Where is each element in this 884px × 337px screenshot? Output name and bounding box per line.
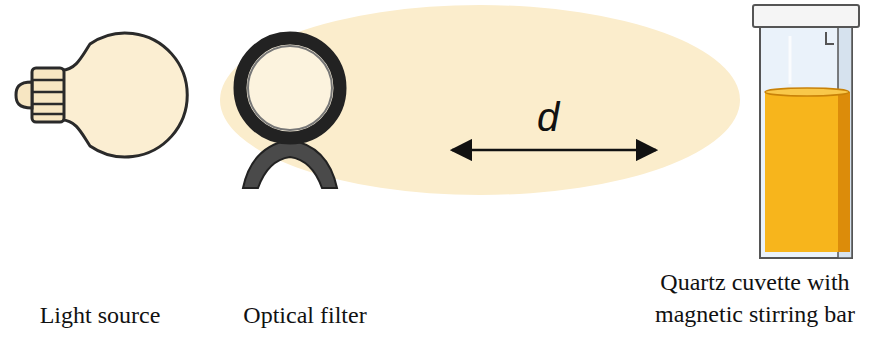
part-name: Quartz cuvette with magnetic stirring ba… (630, 266, 880, 330)
distance-label: d (537, 95, 559, 139)
optical-filter (240, 38, 340, 188)
light-beam (220, 5, 740, 195)
light-bulb (16, 33, 187, 157)
part-name: Optical filter (243, 299, 366, 331)
part-name: Light source (40, 299, 161, 331)
distance-arrow (452, 149, 656, 152)
quartz-cuvette (753, 5, 859, 258)
